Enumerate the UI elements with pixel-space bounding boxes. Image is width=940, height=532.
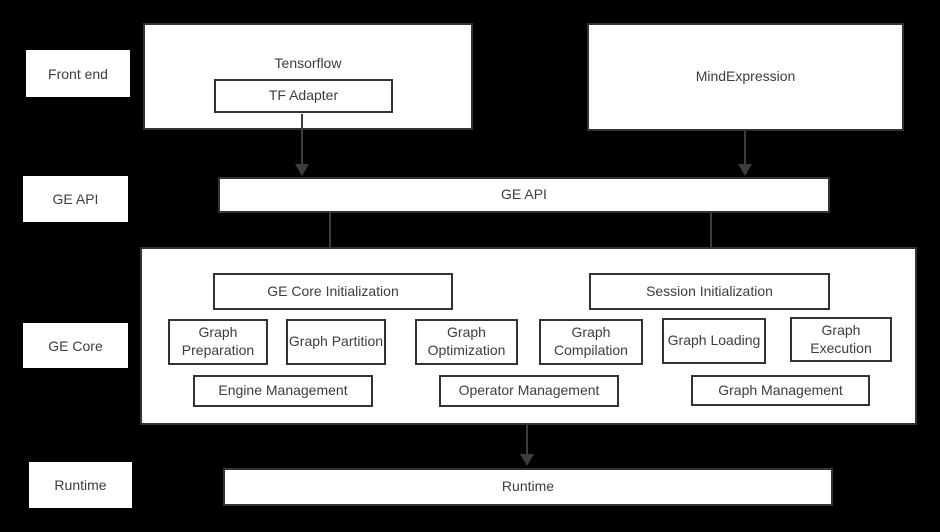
tensorflow-label: Tensorflow [274,55,342,71]
arrow-ge-core-to-runtime [520,425,534,466]
arrow-shaft [526,425,528,454]
runtime-bar: Runtime [223,468,833,506]
arrow-shaft [744,131,746,164]
operator-management-box: Operator Management [439,375,619,407]
ge-core-initialization-box: GE Core Initialization [213,273,453,310]
graph-partition-box: Graph Partition [286,319,386,365]
arrow-mindexpression-to-ge-api [738,131,752,176]
arrow-head-icon [738,164,752,176]
side-label-front-end: Front end [26,50,130,97]
graph-preparation-box: Graph Preparation [168,319,268,365]
session-initialization-box: Session Initialization [589,273,830,310]
arrow-head-icon [520,454,534,466]
arrow-shaft [301,114,303,164]
side-label-runtime: Runtime [29,462,132,508]
side-label-ge-core: GE Core [23,323,128,368]
graph-execution-box: Graph Execution [790,317,892,362]
side-label-ge-api: GE API [23,176,128,222]
arrow-head-icon [295,164,309,176]
graph-management-box: Graph Management [691,375,870,406]
arrow-shaft [710,213,712,259]
ge-api-bar: GE API [218,177,830,213]
arrow-tf-adapter-to-ge-api [295,114,309,176]
graph-compilation-box: Graph Compilation [539,319,643,365]
graph-loading-box: Graph Loading [662,318,766,364]
tf-adapter-box: TF Adapter [214,79,393,113]
graph-optimization-box: Graph Optimization [415,319,518,365]
engine-management-box: Engine Management [193,375,373,407]
arrow-shaft [329,213,331,259]
mindexpression-box: MindExpression [587,23,904,131]
